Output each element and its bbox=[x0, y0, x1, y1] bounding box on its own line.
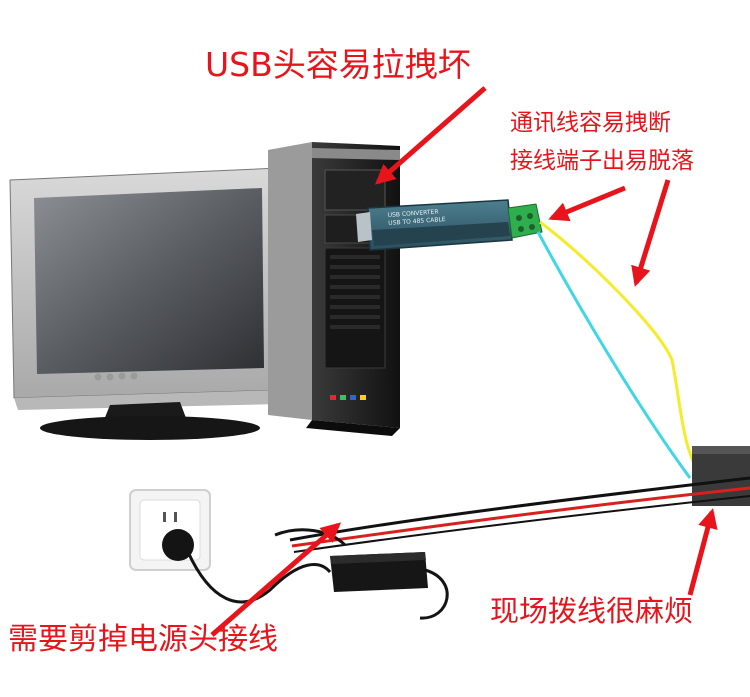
power-adapter-icon bbox=[330, 552, 449, 620]
annotation-power-cut: 需要剪掉电源头接线 bbox=[8, 622, 278, 657]
power-wires bbox=[289, 476, 750, 553]
arrow-wire bbox=[631, 179, 671, 287]
arrow-terminal bbox=[548, 185, 626, 222]
communication-wires bbox=[536, 220, 697, 479]
annotation-arrows bbox=[210, 86, 718, 637]
annotation-field-wiring: 现场拨线很麻烦 bbox=[490, 594, 694, 628]
wall-socket-icon bbox=[129, 489, 211, 571]
annotation-usb-head: USB头容易拉拽坏 bbox=[205, 45, 471, 84]
annotation-terminal-fall: 接线端子出易脱落 bbox=[510, 148, 694, 174]
annotation-wire-break: 通讯线容易拽断 bbox=[510, 110, 671, 136]
arrow-power bbox=[210, 522, 342, 637]
terminal-block-icon bbox=[507, 203, 543, 239]
computer-tower-icon bbox=[268, 142, 400, 436]
arrow-field bbox=[687, 508, 718, 596]
monitor-icon bbox=[9, 167, 283, 440]
junction-box-icon bbox=[692, 446, 750, 506]
usb-converter-icon bbox=[356, 199, 513, 251]
arrow-usb bbox=[374, 86, 487, 185]
